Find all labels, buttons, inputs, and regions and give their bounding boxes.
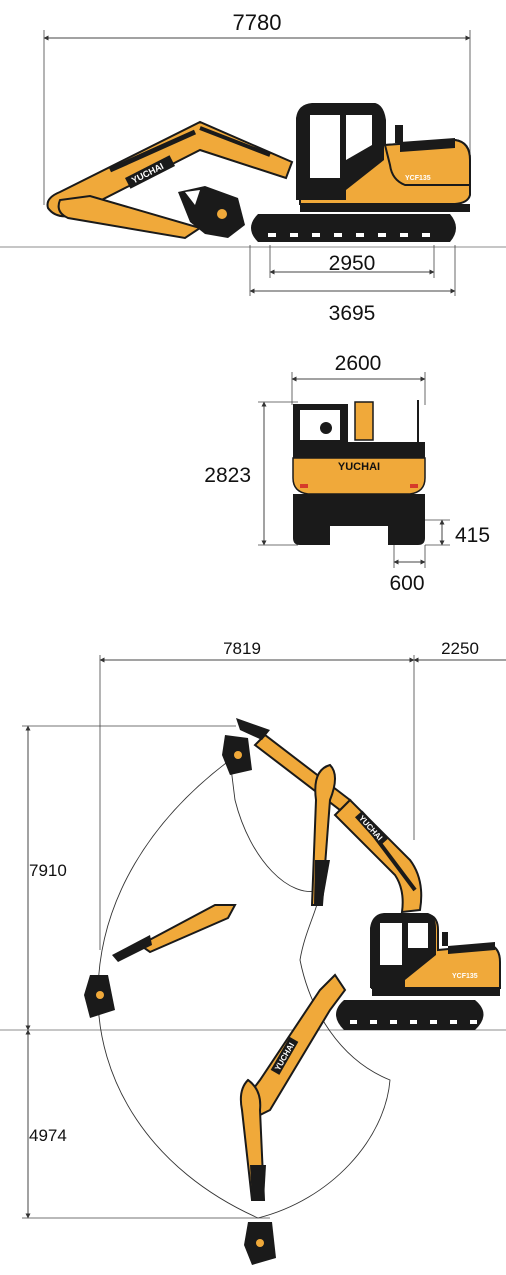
working-envelope bbox=[97, 759, 391, 1219]
overall-height-dimension: 2823 bbox=[204, 401, 298, 546]
track-total-length-dimension: 3695 bbox=[249, 245, 456, 325]
rear-view: 2600 2823 YUCHAI bbox=[204, 352, 490, 595]
overall-width-dimension: 2600 bbox=[291, 352, 426, 405]
side-arm bbox=[57, 194, 203, 240]
overall-length-dimension: 7780 bbox=[43, 10, 471, 205]
rear-machine: YUCHAI bbox=[292, 400, 426, 545]
side-upper-body: YCF135 bbox=[296, 103, 471, 212]
boom-lowered: YUCHAI bbox=[239, 973, 347, 1265]
tail-swing-dimension: 2250 bbox=[413, 639, 506, 663]
ground-clearance-label: 415 bbox=[455, 524, 490, 547]
ground-clearance-dimension: 415 bbox=[425, 519, 490, 547]
side-model-badge: YCF135 bbox=[405, 175, 431, 182]
boom-raised: YUCHAI bbox=[222, 718, 423, 914]
overall-width-label: 2600 bbox=[335, 352, 382, 375]
track-ground-length-label: 2950 bbox=[329, 252, 376, 275]
track-ground-length-dimension: 2950 bbox=[269, 245, 435, 278]
overall-length-label: 7780 bbox=[233, 10, 282, 35]
track-shoe-width-label: 600 bbox=[389, 572, 424, 595]
range-machine: YCF135 bbox=[336, 913, 501, 1030]
range-model-badge: YCF135 bbox=[452, 973, 478, 980]
track-total-length-label: 3695 bbox=[329, 302, 376, 325]
working-range-view: 7819 2250 7910 4974 bbox=[0, 639, 506, 1265]
track-shoe-width-dimension: 600 bbox=[389, 545, 426, 595]
max-reach-dimension: 7819 bbox=[99, 639, 415, 950]
rear-brand-label: YUCHAI bbox=[338, 461, 380, 473]
max-height-dimension: 7910 bbox=[22, 725, 236, 1031]
side-track bbox=[251, 214, 456, 242]
max-reach-label: 7819 bbox=[223, 639, 261, 658]
arm-extended bbox=[84, 904, 237, 1018]
max-depth-label: 4974 bbox=[29, 1126, 67, 1145]
side-view: 7780 YCF135 bbox=[0, 10, 506, 325]
max-height-label: 7910 bbox=[29, 861, 67, 880]
overall-height-label: 2823 bbox=[204, 464, 251, 487]
side-attachment bbox=[178, 186, 245, 238]
tail-swing-label: 2250 bbox=[441, 639, 479, 658]
max-depth-dimension: 4974 bbox=[22, 1029, 270, 1219]
